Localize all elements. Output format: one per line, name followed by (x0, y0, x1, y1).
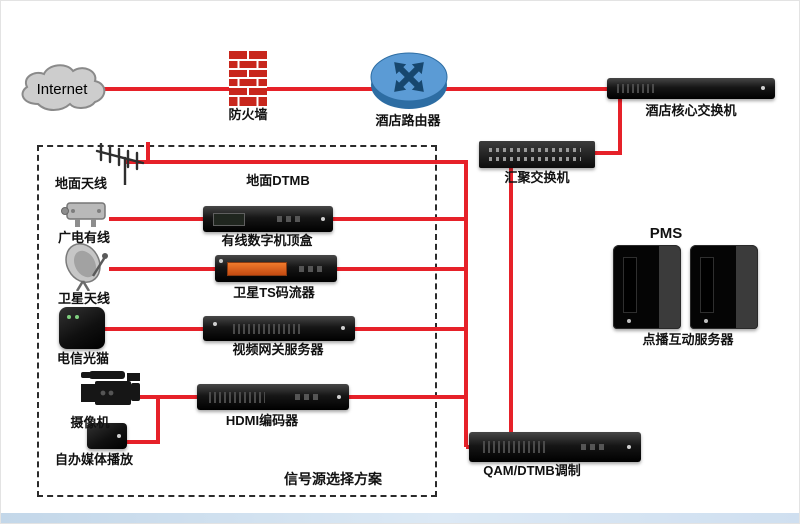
terrestrial-dtmb-label: 地面DTMB (246, 173, 310, 188)
cable-stb-label: 有线数字机顶盒 (221, 233, 313, 248)
vod-server-label: 点播互动服务器 (642, 332, 734, 347)
qam-vents (483, 441, 545, 453)
ts-streamer-logo (219, 259, 223, 263)
qam-modulator-icon (469, 432, 641, 462)
core-switch-vents (617, 84, 657, 93)
cable-splitter-icon (61, 199, 111, 229)
cable-tv-label: 广电有线 (57, 230, 111, 245)
aggregation-switch-icon (479, 141, 595, 168)
self-media-label: 自办媒体播放 (54, 452, 134, 467)
qam-buttons (581, 444, 607, 450)
server-tower-2 (690, 245, 758, 329)
ts-streamer-icon (215, 255, 337, 282)
gateway-vents (233, 324, 303, 334)
hotel-router-icon (369, 51, 449, 113)
core-switch-label: 酒店核心交换机 (645, 103, 737, 118)
server-tower-1-slot (623, 257, 637, 313)
gateway-led (341, 326, 345, 330)
video-gateway-label: 视频网关服务器 (232, 342, 324, 357)
source-selection-label: 信号源选择方案 (284, 471, 382, 487)
modem-led-2 (75, 315, 79, 319)
pms-label: PMS (649, 225, 683, 242)
camera-label: 摄像机 (70, 415, 110, 430)
cable-stb-icon (203, 206, 333, 232)
qam-led (627, 445, 631, 449)
vod-server-towers-icon (613, 245, 758, 329)
bottom-edge-strip (1, 513, 799, 523)
core-switch-led (761, 86, 765, 90)
hdmi-encoder-led (337, 395, 341, 399)
satellite-dish-icon (59, 243, 113, 292)
camera-icon (81, 361, 143, 413)
hdmi-encoder-vents (209, 392, 265, 403)
server-tower-1-power-led (627, 319, 631, 323)
ts-streamer-display (227, 262, 287, 276)
modem-led-1 (67, 315, 71, 319)
hdmi-encoder-buttons (295, 394, 321, 400)
signal-source-group-box (37, 145, 437, 497)
terrestrial-antenna-label: 地面天线 (54, 176, 108, 191)
hdmi-encoder-icon (197, 384, 349, 410)
ts-streamer-label: 卫星TS码流器 (233, 285, 315, 300)
telecom-modem-icon (59, 307, 105, 349)
firewall-icon (229, 51, 267, 106)
qam-modulator-label: QAM/DTMB调制 (483, 463, 581, 478)
hdmi-encoder-label: HDMI编码器 (225, 413, 299, 428)
media-player-led (117, 434, 121, 438)
stb-buttons (277, 216, 303, 222)
internet-label: Internet (37, 81, 89, 98)
media-player-icon (87, 423, 127, 449)
core-switch-icon (607, 78, 775, 99)
terrestrial-antenna-icon (95, 142, 145, 187)
telecom-modem-label: 电信光猫 (56, 351, 110, 366)
satellite-antenna-label: 卫星天线 (57, 291, 111, 306)
gateway-logo (213, 322, 217, 326)
aggregation-switch-label: 汇聚交换机 (504, 170, 570, 185)
server-tower-2-power-led (704, 319, 708, 323)
firewall-label: 防火墙 (228, 107, 268, 122)
server-tower-2-slot (700, 257, 714, 313)
ts-streamer-buttons (299, 266, 325, 272)
internet-cloud-icon: Internet (15, 61, 109, 115)
video-gateway-icon (203, 316, 355, 341)
server-tower-1 (613, 245, 681, 329)
stb-display (213, 213, 245, 226)
hotel-router-label: 酒店路由器 (375, 113, 441, 128)
stb-led (321, 217, 325, 221)
